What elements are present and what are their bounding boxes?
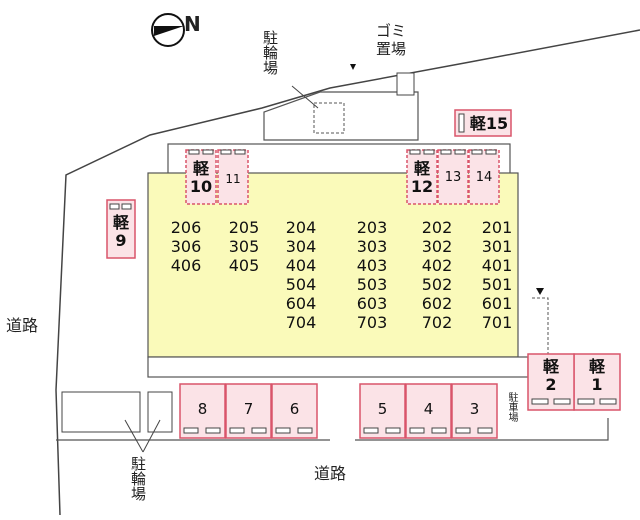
kei-2-number: 2 <box>545 375 557 394</box>
parking-slot-11 <box>217 149 249 205</box>
garbage-box <box>396 72 415 96</box>
kei-1-number: 1 <box>591 375 603 394</box>
parking-slot-6-label: 6 <box>289 400 300 418</box>
kei-2-kanji: 軽 <box>542 357 559 376</box>
parking-slot-kei-12-label: 軽 12 <box>407 160 437 196</box>
parking-slot-kei-1-label: 軽 1 <box>574 358 620 394</box>
parking-slot-kei-9 <box>106 199 136 259</box>
north-arrow-icon <box>151 13 185 47</box>
parking-slot-13-label: 13 <box>444 170 462 185</box>
parking-slot-kei-10-label: 軽 10 <box>186 160 216 196</box>
bike-parking-bottom-label: 駐輪場 <box>129 456 147 501</box>
entrance-marker-top-icon <box>350 64 356 70</box>
parking-slot-13 <box>437 149 469 205</box>
parking-slot-14 <box>468 149 500 205</box>
parking-slot-kei-2-label: 軽 2 <box>528 358 574 394</box>
units-column-4: 203 303 403 503 603 703 <box>356 218 388 332</box>
road-bottom-label: 道路 <box>314 464 347 483</box>
bike-lower-pointer-a <box>124 419 144 453</box>
garbage-label: ゴミ置場 <box>376 22 407 58</box>
units-column-5: 202 302 402 502 602 702 <box>421 218 453 332</box>
parking-slot-14-label: 14 <box>475 170 493 185</box>
bike-parking-top-label: 駐輪場 <box>261 30 279 75</box>
lower-site-edge-right <box>355 418 609 441</box>
kei-9-number: 9 <box>115 231 127 250</box>
parking-slot-kei-10 <box>185 149 217 205</box>
kei-12-number: 12 <box>410 177 434 196</box>
parking-slot-8-label: 8 <box>197 400 208 418</box>
parking-slot-7-label: 7 <box>243 400 254 418</box>
entrance-marker-right-icon <box>536 288 544 295</box>
bike-lower-pointer-b <box>142 419 161 453</box>
units-column-2: 205 305 405 <box>228 218 260 275</box>
bike-parking-shelter <box>263 91 419 141</box>
building-balcony <box>147 356 529 378</box>
car-parking-label: 駐車場 <box>506 392 517 422</box>
kei-9-kanji: 軽 <box>112 213 129 232</box>
parking-slot-5-label: 5 <box>377 400 388 418</box>
bike-parking-lower-a <box>61 391 141 433</box>
units-column-6: 201 301 401 501 601 701 <box>481 218 513 332</box>
parking-slot-3-label: 3 <box>469 400 480 418</box>
parking-slot-kei-12 <box>406 149 438 205</box>
kei-10-kanji: 軽 <box>192 159 209 178</box>
kei-12-kanji: 軽 <box>413 159 430 178</box>
kei-1-kanji: 軽 <box>588 357 605 376</box>
units-column-1: 206 306 406 <box>170 218 202 275</box>
right-walkway <box>532 297 549 355</box>
site-boundary-line <box>55 29 640 516</box>
parking-slot-11-label: 11 <box>225 172 241 186</box>
bike-parking-dashed-area <box>313 102 345 134</box>
bike-parking-pointer <box>291 85 319 109</box>
bike-parking-lower-b <box>147 391 173 433</box>
north-label: N <box>184 12 201 36</box>
parking-slot-kei-9-label: 軽 9 <box>107 214 135 250</box>
parking-slot-4-label: 4 <box>423 400 434 418</box>
parking-slot-kei-15-label: 軽15 <box>469 114 509 133</box>
kei-10-number: 10 <box>189 177 213 196</box>
units-column-3: 204 304 404 504 604 704 <box>285 218 317 332</box>
road-left-label: 道路 <box>6 316 39 335</box>
